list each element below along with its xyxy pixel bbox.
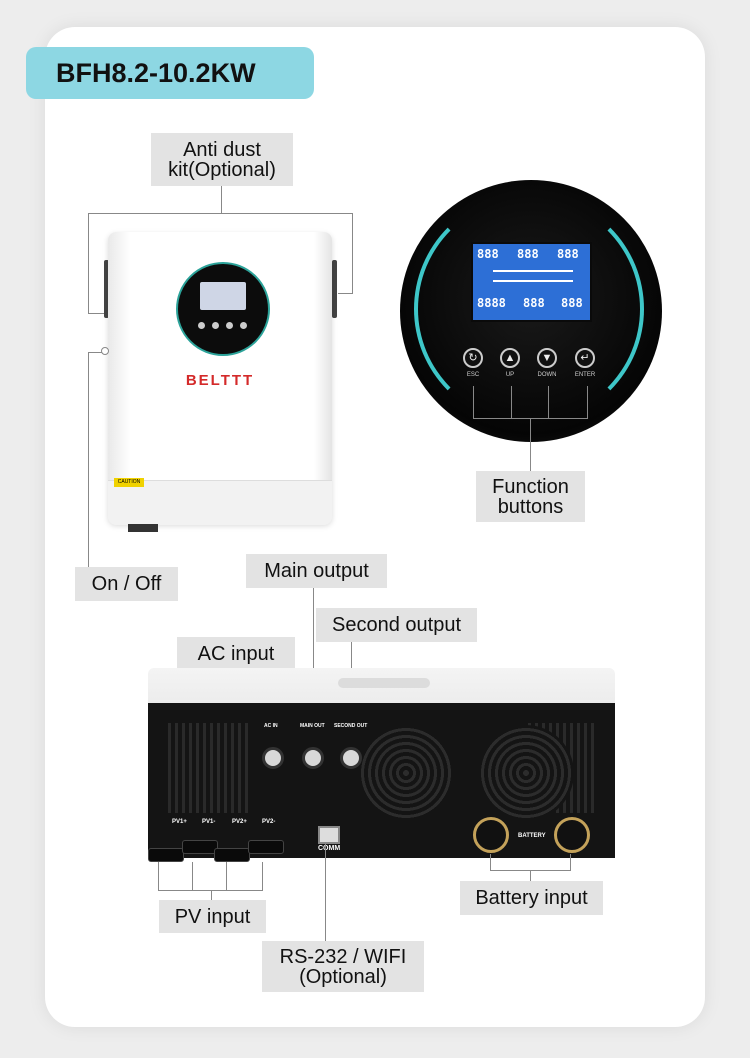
battery-terminal-negative [554,817,590,853]
anti-dust-left-drop [88,213,89,314]
battery-leader [490,854,491,870]
lcd-readout: 888 [561,296,583,310]
top-window [338,678,430,688]
battery-terminal-positive [473,817,509,853]
on-off-text: On / Off [91,573,162,595]
cooling-fan [358,725,454,821]
product-title: BFH8.2-10.2KW [26,47,314,99]
on-off-switch-marker [101,347,109,355]
function-buttons-text: Function buttons [492,475,569,518]
control-panel-closeup: 888 888 888 8888 888 888 ↻ ESC ▲ UP ▼ DO… [400,180,662,442]
anti-dust-text: Anti dust kit(Optional) [168,138,276,181]
esc-button[interactable]: ↻ [463,348,483,368]
cooling-fan [478,725,574,821]
mini-button [198,322,205,329]
dust-kit-left [104,260,109,318]
inverter-front: BELTTT CAUTION [108,232,332,532]
pv-leader [158,862,159,890]
function-buttons-label: Function buttons [476,471,585,522]
battery-input-text: Battery input [475,887,588,909]
panel-led-ring [414,194,644,424]
function-leader [473,386,474,418]
vent-grille [168,723,248,813]
comm-port [318,826,340,844]
pv-connector [182,840,218,854]
main-out-label: MAIN OUT [300,723,325,729]
anti-dust-left-tick [88,313,104,314]
up-label: UP [505,372,515,378]
inverter-foot [128,524,158,532]
main-output-text: Main output [264,560,369,582]
anti-dust-right-drop [352,213,353,293]
pv-input-label: PV input [159,900,266,933]
rs232-wifi-label: RS-232 / WIFI (Optional) [262,941,424,992]
pv-port-label: PV1- [202,819,216,825]
comm-label: COMM [318,845,341,852]
lcd-flow-icon [493,270,573,282]
enter-label: ENTER [574,372,596,378]
brand-logo: BELTTT [185,372,255,389]
lcd-readout: 888 [523,296,545,310]
main-output-label: Main output [246,554,387,588]
on-off-tick [88,352,102,353]
second-out-gland [340,747,362,769]
pv-connector [214,848,250,862]
warning-sticker: CAUTION [114,478,144,487]
on-off-leader [88,352,89,568]
pv-leader [192,862,193,890]
function-leader [587,386,588,418]
pv-connector [148,848,184,862]
enter-button[interactable]: ↵ [575,348,595,368]
function-drop [530,418,531,472]
pv-port-label: PV2+ [232,819,247,825]
inverter-rear: AC IN MAIN OUT SECOND OUT PV1+ PV1- PV2+… [148,703,615,858]
down-button[interactable]: ▼ [537,348,557,368]
pv-drop [211,890,212,900]
mini-button [240,322,247,329]
second-out-label: SECOND OUT [334,723,368,729]
pv-port-label: PV2- [262,819,276,825]
ac-input-label: AC input [177,637,295,671]
lcd-readout: 888 [557,247,579,261]
on-off-label: On / Off [75,567,178,601]
up-button[interactable]: ▲ [500,348,520,368]
mini-control-panel [176,262,270,356]
pv-connector [248,840,284,854]
pv-leader [226,862,227,890]
anti-dust-bracket [88,213,352,214]
battery-leader [570,854,571,870]
ac-in-gland [262,747,284,769]
lcd-readout: 8888 [477,296,506,310]
mini-lcd [200,282,246,310]
second-output-text: Second output [332,614,461,636]
rs232-wifi-text: RS-232 / WIFI (Optional) [279,945,407,988]
mini-button [226,322,233,329]
down-label: DOWN [537,372,557,378]
battery-label: BATTERY [518,833,546,839]
lcd-readout: 888 [517,247,539,261]
anti-dust-right-tick [338,293,353,294]
pv-input-text: PV input [174,905,251,928]
inverter-bottom-band [108,480,332,525]
anti-dust-leader [221,186,222,213]
function-leader [548,386,549,418]
lcd-display: 888 888 888 8888 888 888 [471,242,592,322]
main-output-leader [313,588,314,730]
ac-input-text: AC input [197,643,275,665]
pv-bracket [158,890,263,891]
esc-label: ESC [466,372,480,378]
mini-button [212,322,219,329]
function-leader [511,386,512,418]
battery-input-label: Battery input [460,881,603,915]
lcd-readout: 888 [477,247,499,261]
dust-kit-right [332,260,337,318]
pv-leader [262,862,263,890]
main-out-gland [302,747,324,769]
pv-port-label: PV1+ [172,819,187,825]
second-output-label: Second output [316,608,477,642]
anti-dust-label: Anti dust kit(Optional) [151,133,293,186]
battery-drop [530,870,531,882]
rs232-leader [325,842,326,942]
ac-in-label: AC IN [264,723,278,729]
